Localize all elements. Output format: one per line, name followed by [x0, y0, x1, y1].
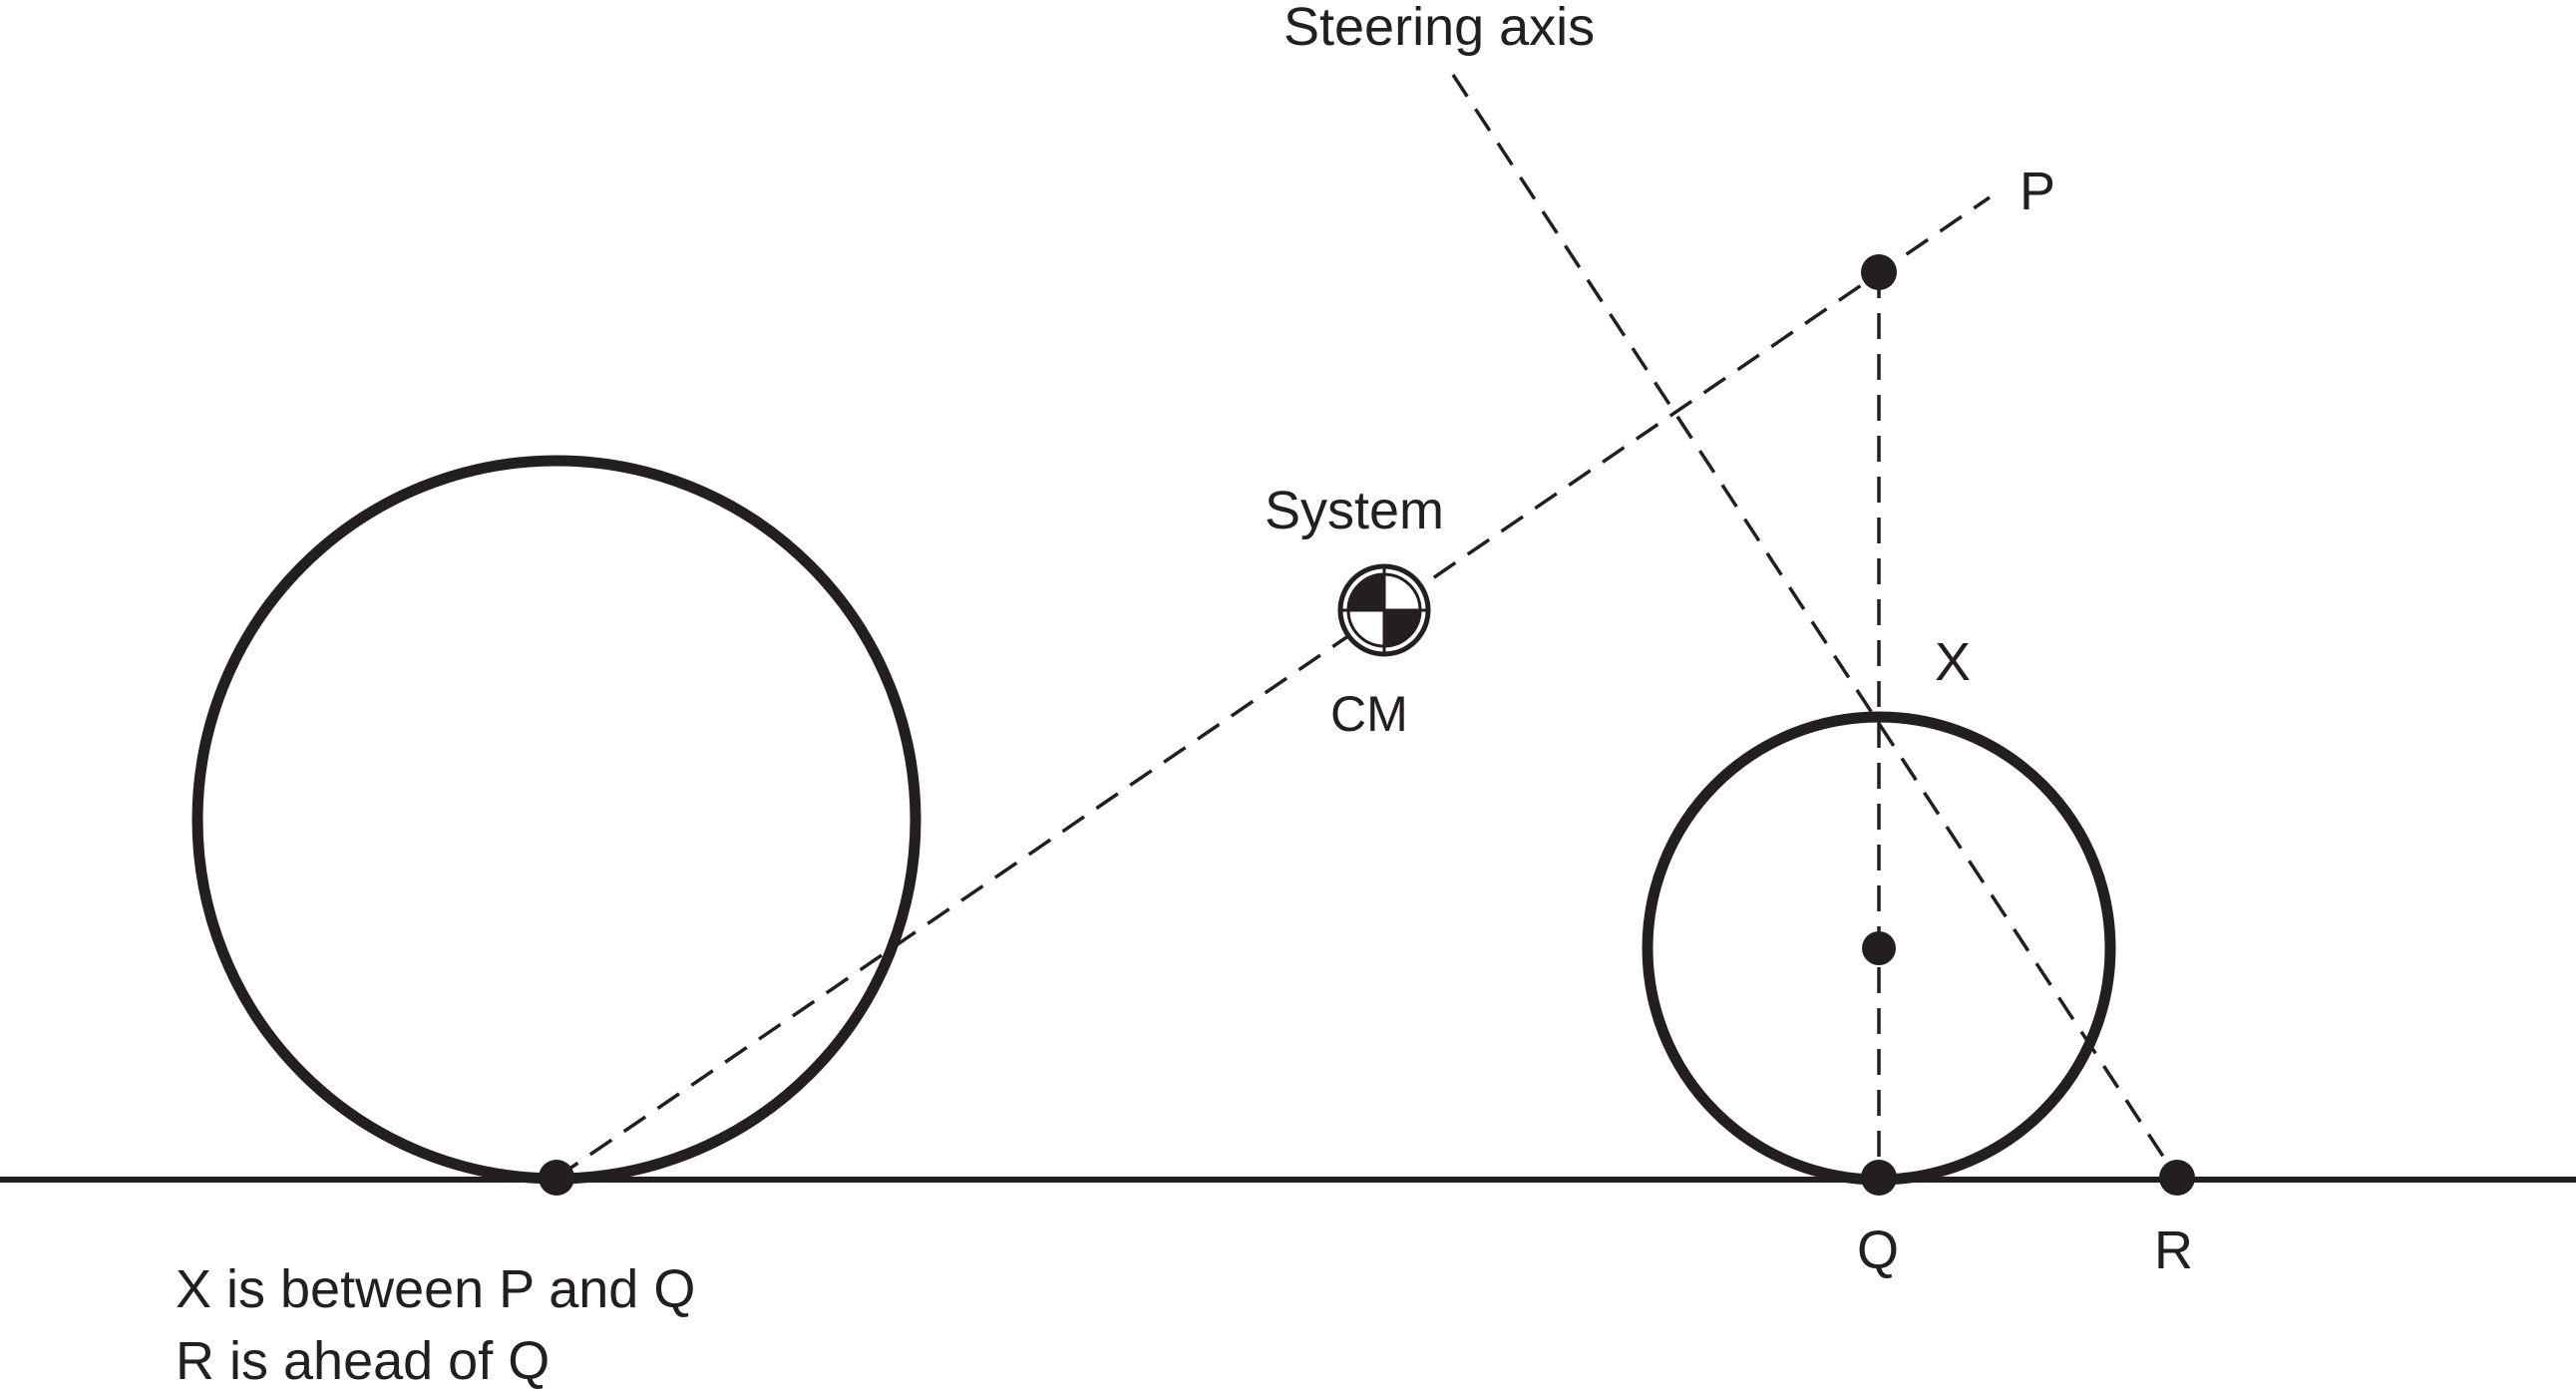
- point-x-label: X: [1935, 632, 1971, 692]
- rear-wheel: [191, 455, 921, 1185]
- system-label: System: [1265, 481, 1444, 540]
- steering-axis-label: Steering axis: [1284, 0, 1595, 57]
- front-hub-point: [1862, 931, 1896, 965]
- point-q: [1861, 1160, 1897, 1196]
- steering-axis-line: [1451, 74, 2179, 1179]
- point-p-label: P: [2020, 162, 2055, 221]
- point-p: [1861, 254, 1897, 290]
- point-r: [2159, 1160, 2195, 1196]
- rear-contact-to-p-line: [555, 195, 1991, 1180]
- point-r-label: R: [2154, 1220, 2193, 1280]
- cm-label: CM: [1330, 686, 1408, 742]
- center-of-mass-icon: [1337, 563, 1431, 657]
- rear-contact-point: [539, 1160, 574, 1196]
- note-line-1: X is between P and Q: [176, 1259, 695, 1319]
- note-line-2: R is ahead of Q: [176, 1331, 550, 1389]
- point-q-label: Q: [1857, 1220, 1899, 1280]
